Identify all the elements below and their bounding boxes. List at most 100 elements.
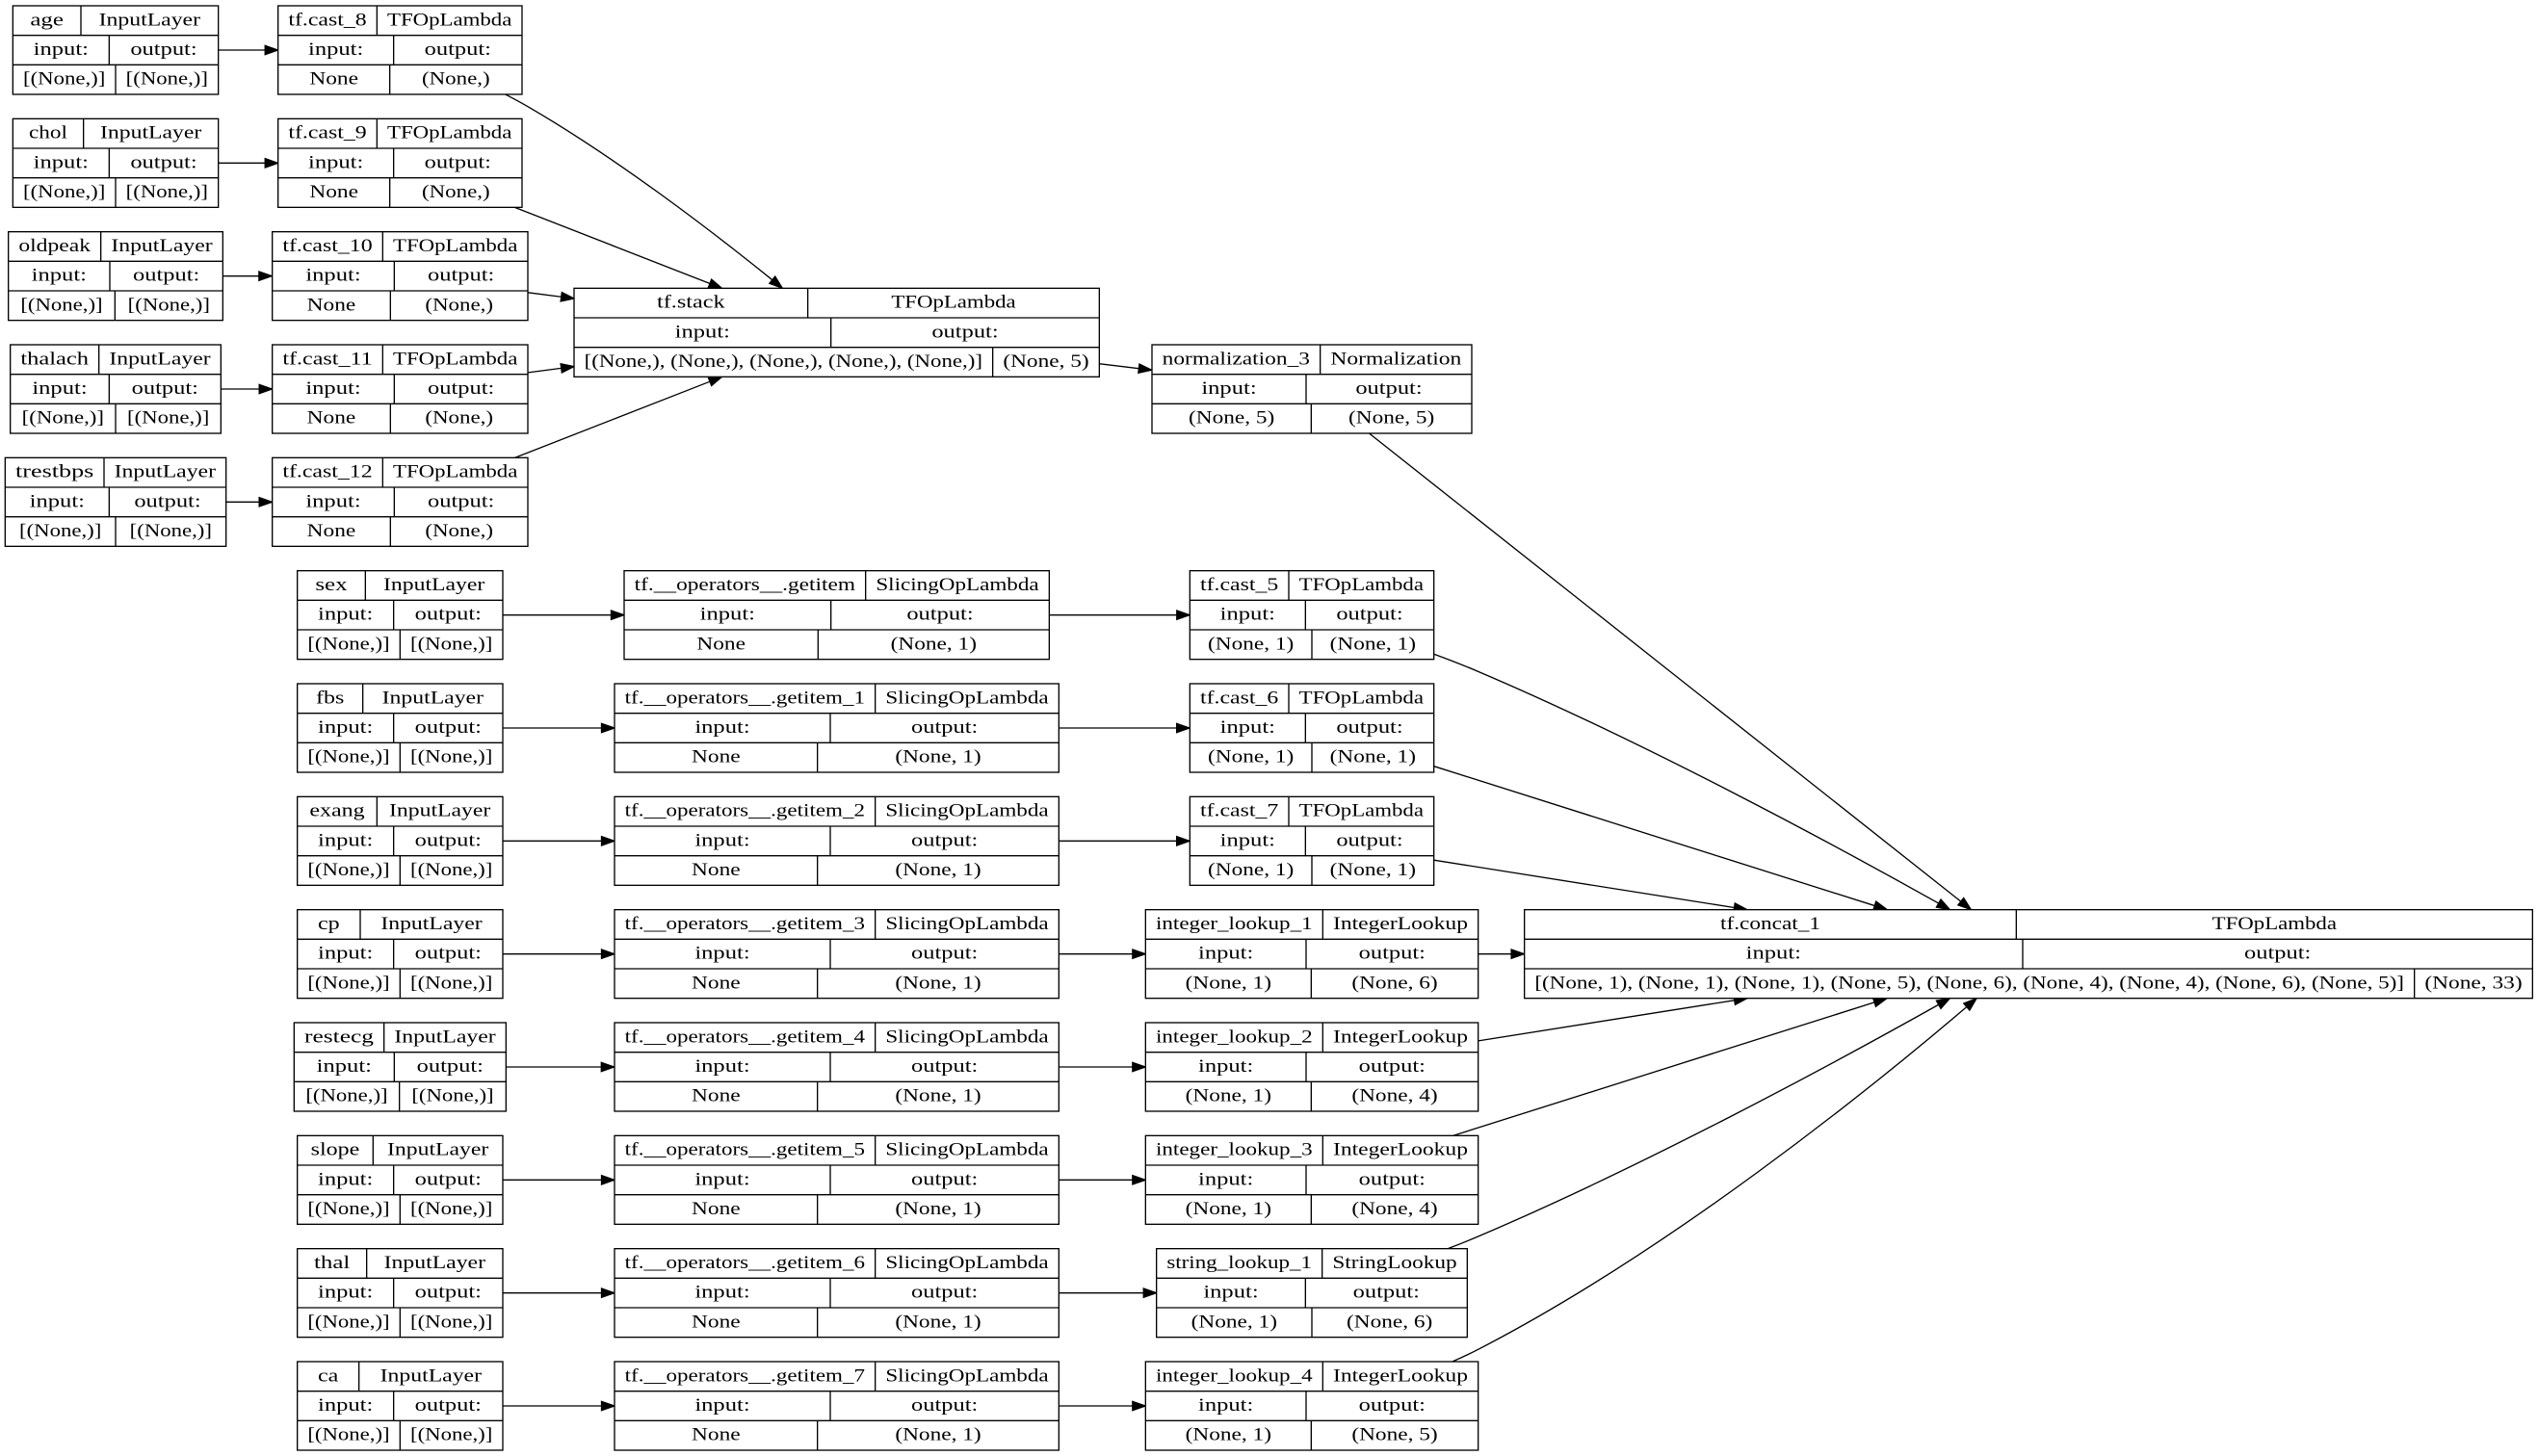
- edge-tf-operators-getitem-5-to-integer-lookup-3: [1059, 1174, 1148, 1185]
- layer-name-cell: tf.__operators__.getitem_7: [625, 1365, 865, 1386]
- edge-arrowhead-icon: [1175, 722, 1191, 734]
- output-shape-cell: [(None,)]: [410, 973, 492, 993]
- layer-type-cell: InputLayer: [100, 123, 202, 143]
- layer-type-cell: SlicingOpLambda: [885, 688, 1049, 708]
- layer-name-cell: tf.__operators__.getitem_2: [625, 801, 865, 821]
- edge-normalization-3-to-tf-concat-1: [1369, 432, 1973, 911]
- edge-arrowhead-icon: [560, 291, 576, 302]
- layer-type-cell: SlicingOpLambda: [885, 1253, 1049, 1273]
- layer-name-cell: tf.__operators__.getitem_4: [625, 1027, 866, 1047]
- edge-tf-cast-10-to-tf-stack: [528, 291, 576, 302]
- input-label-cell: input:: [305, 266, 360, 286]
- output-shape-cell: [(None,)]: [410, 747, 492, 767]
- layer-type-cell: InputLayer: [384, 1253, 486, 1273]
- input-shape-cell: [(None,)]: [307, 860, 389, 880]
- edge-arrowhead-icon: [600, 1174, 616, 1185]
- input-label-cell: input:: [318, 1169, 373, 1189]
- layer-name-cell: integer_lookup_3: [1156, 1140, 1313, 1160]
- layer-name-cell: tf.concat_1: [1720, 914, 1820, 934]
- output-label-cell: output:: [911, 1169, 978, 1189]
- input-shape-cell: None: [692, 747, 741, 767]
- edge-age-to-tf-cast-8: [218, 44, 280, 56]
- input-label-cell: input:: [694, 830, 749, 850]
- edge-integer-lookup-4-to-tf-concat-1: [1452, 997, 1978, 1363]
- output-shape-cell: [(None,)]: [130, 521, 212, 541]
- edge-arrowhead-icon: [1176, 610, 1192, 621]
- output-label-cell: output:: [1353, 1283, 1420, 1303]
- output-label-cell: output:: [1359, 1395, 1426, 1416]
- edge-arrowhead-icon: [600, 722, 616, 734]
- layer-name-cell: integer_lookup_2: [1156, 1027, 1313, 1047]
- node-box: [1144, 909, 1479, 1000]
- layer-type-cell: InputLayer: [109, 349, 211, 369]
- input-shape-cell: [(None,)]: [307, 634, 389, 654]
- output-shape-cell: [(None,)]: [127, 408, 209, 429]
- layer-type-cell: TFOpLambda: [393, 349, 518, 369]
- layer-name-cell: tf.__operators__.getitem: [635, 575, 856, 595]
- output-label-cell: output:: [1336, 717, 1402, 738]
- input-shape-cell: None: [307, 408, 356, 429]
- layer-name-cell: normalization_3: [1163, 349, 1310, 369]
- edge-tf-operators-getitem-3-to-integer-lookup-1: [1059, 949, 1148, 960]
- node-box: [614, 1022, 1060, 1112]
- layer-name-cell: age: [30, 10, 64, 30]
- input-label-cell: input:: [32, 378, 87, 399]
- output-shape-cell: [(None,)]: [411, 1086, 493, 1106]
- output-label-cell: output:: [911, 944, 978, 964]
- edge-slope-to-tf-operators-getitem-5: [503, 1174, 616, 1185]
- layer-name-cell: tf.cast_12: [282, 462, 372, 482]
- input-shape-cell: [(None,)]: [19, 521, 101, 541]
- input-label-cell: input:: [32, 266, 87, 286]
- input-shape-cell: [(None, 1), (None, 1), (None, 1), (None,…: [1534, 973, 2404, 993]
- input-shape-cell: [(None,)]: [307, 1312, 389, 1332]
- edge-line: [528, 367, 562, 374]
- layer-type-cell: Normalization: [1330, 349, 1462, 369]
- input-label-cell: input:: [305, 491, 360, 511]
- edge-oldpeak-to-tf-cast-10: [222, 271, 275, 282]
- output-label-cell: output:: [130, 152, 196, 172]
- input-label-cell: input:: [318, 717, 373, 738]
- input-label-cell: input:: [1220, 605, 1275, 625]
- input-shape-cell: None: [692, 1312, 741, 1332]
- edge-ca-to-tf-operators-getitem-7: [503, 1400, 616, 1412]
- output-shape-cell: (None, 1): [1330, 634, 1416, 654]
- edge-arrowhead-icon: [600, 1400, 616, 1412]
- layer-type-cell: IntegerLookup: [1333, 914, 1468, 934]
- layer-type-cell: SlicingOpLambda: [885, 1365, 1049, 1386]
- input-label-cell: input:: [34, 152, 89, 172]
- edge-tf-stack-to-normalization-3: [1099, 363, 1154, 375]
- output-shape-cell: (None, 33): [2424, 973, 2522, 993]
- input-label-cell: input:: [318, 830, 373, 850]
- input-shape-cell: (None, 1): [1186, 1199, 1271, 1219]
- edge-line: [1099, 363, 1139, 370]
- edge-thalach-to-tf-cast-11: [221, 383, 275, 395]
- layer-name-cell: restecg: [304, 1027, 374, 1047]
- edge-arrowhead-icon: [1510, 949, 1527, 960]
- edge-arrowhead-icon: [1956, 897, 1973, 911]
- output-label-cell: output:: [415, 717, 482, 738]
- output-shape-cell: [(None,)]: [126, 69, 208, 90]
- input-label-cell: input:: [694, 717, 749, 738]
- edge-line: [514, 380, 711, 458]
- input-label-cell: input:: [318, 1395, 373, 1416]
- node-box: [623, 570, 1051, 661]
- output-shape-cell: [(None,)]: [410, 1312, 492, 1332]
- output-shape-cell: [(None,)]: [410, 1425, 492, 1445]
- node-box: [272, 456, 529, 548]
- output-shape-cell: (None, 1): [1330, 747, 1416, 767]
- output-shape-cell: (None, 1): [895, 1312, 981, 1332]
- edge-line: [1452, 1001, 1875, 1136]
- edge-arrowhead-icon: [1132, 1400, 1148, 1412]
- edge-arrowhead-icon: [560, 362, 576, 375]
- input-shape-cell: (None, 1): [1186, 1425, 1271, 1445]
- layer-type-cell: StringLookup: [1332, 1253, 1456, 1273]
